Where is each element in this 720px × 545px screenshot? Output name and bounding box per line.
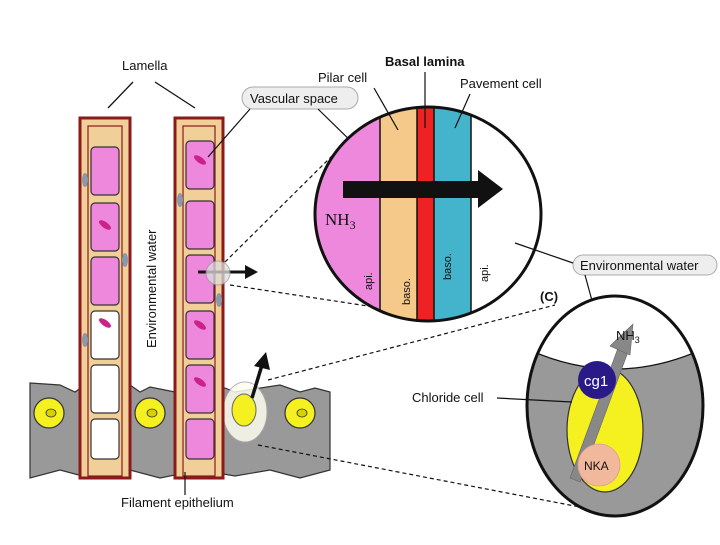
basal-lamina-region <box>417 107 434 321</box>
nh3-transport-head <box>609 323 634 356</box>
pavement-pointer <box>454 93 471 129</box>
blood-cell <box>185 364 215 414</box>
chloride-cell-pointer <box>496 397 573 403</box>
lamella-pointer-1 <box>107 81 134 109</box>
nucleus <box>99 318 111 328</box>
nh3-small-label: NH3 <box>616 328 640 345</box>
environmental-water-badge <box>572 254 718 276</box>
blood-cell <box>185 140 215 190</box>
blood-cell-empty <box>90 310 120 360</box>
nucleus <box>146 408 158 418</box>
pavement-cell-region <box>434 107 471 321</box>
zoom-line-c-top <box>267 304 556 381</box>
nucleus <box>194 377 206 387</box>
environmental-water-region <box>471 107 541 321</box>
pillar-cell-label: Pilar cell <box>318 70 367 85</box>
blood-cell-empty <box>90 364 120 414</box>
basal-lamina-label: Basal lamina <box>385 54 465 69</box>
blood-cell <box>185 200 215 250</box>
baso-right-label: baso. <box>442 253 454 280</box>
filament-epithelium-label: Filament epithelium <box>121 495 234 510</box>
pillar-nucleus <box>216 293 222 307</box>
blood-cell <box>185 310 215 360</box>
blood-cell-empty <box>90 418 120 460</box>
zoom-circle: NH3 api. baso. baso. api. <box>313 105 543 323</box>
cg1-protein <box>578 361 616 399</box>
vascular-space-badge <box>241 86 359 110</box>
blood-cell <box>90 256 120 306</box>
env-water-pointer-1 <box>514 242 574 264</box>
vascular-pointer-1 <box>207 108 251 158</box>
lamella-label: Lamella <box>122 58 168 73</box>
zoom-circle-outline <box>313 105 543 323</box>
nucleus <box>99 220 111 230</box>
chloride-cell-panel: cg1 NKA NH3 <box>525 294 705 518</box>
pillar-nucleus <box>82 173 88 187</box>
vascular-space-label: Vascular space <box>250 91 338 106</box>
zoom-line-top <box>224 147 341 263</box>
api-left-label: api. <box>363 272 375 290</box>
panel-c-outline <box>525 294 705 518</box>
pillar-cell-region <box>380 107 417 321</box>
nh3-flux-arrow-head <box>478 170 503 208</box>
blood-cell <box>185 418 215 460</box>
nucleus <box>296 408 308 418</box>
arrow-head <box>254 352 270 370</box>
nucleus <box>45 408 57 418</box>
environmental-water-vertical: Environmental water <box>144 229 159 348</box>
chloride-cell-label: Chloride cell <box>412 390 484 405</box>
arrow-head <box>245 265 258 279</box>
cg1-label: cg1 <box>584 373 608 390</box>
zoom-marker <box>205 260 231 286</box>
nucleus <box>194 155 206 165</box>
pillar-nucleus <box>177 193 183 207</box>
baso-left-label: baso. <box>401 278 413 305</box>
api-right-label: api. <box>479 264 491 282</box>
blood-cell <box>90 146 120 196</box>
environmental-water-label: Environmental water <box>580 258 699 273</box>
lamella-right-inner <box>182 125 216 477</box>
nh3-flux-arrow-shaft <box>343 181 480 198</box>
nh3-main-label: NH3 <box>325 210 356 232</box>
pillar-nucleus <box>82 333 88 347</box>
lamella-pointer-2 <box>154 81 196 109</box>
nka-label: NKA <box>584 459 609 473</box>
panel-c-label: (C) <box>540 289 558 304</box>
lamella-right <box>173 116 258 480</box>
nka-protein <box>577 443 621 487</box>
lamella-left <box>78 116 132 480</box>
pillar-nucleus <box>122 253 128 267</box>
pillar-pointer <box>373 87 399 131</box>
lamella-left-inner <box>87 125 123 477</box>
pavement-cell-label: Pavement cell <box>460 76 542 91</box>
nucleus <box>194 320 206 330</box>
chloride-cell-small <box>231 393 257 427</box>
nh3-arrow-up <box>250 364 264 399</box>
